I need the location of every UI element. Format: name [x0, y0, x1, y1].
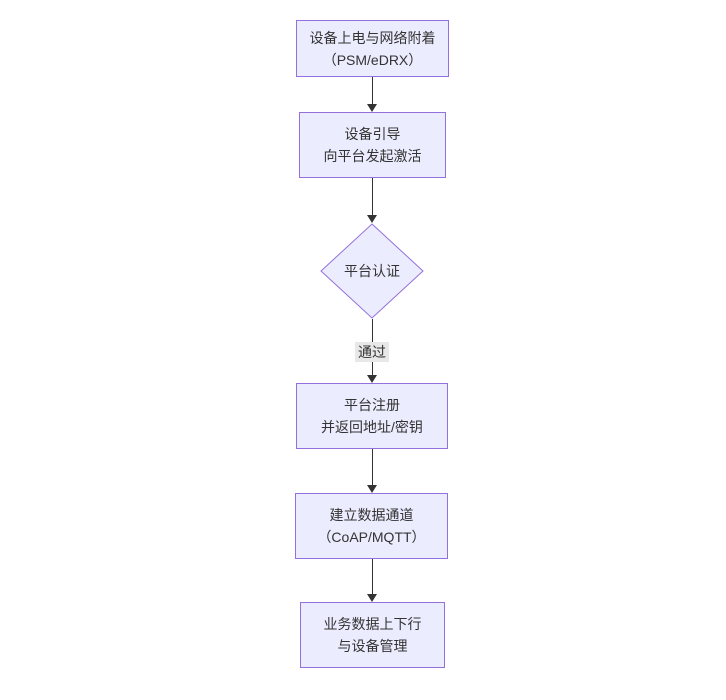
arrow-line — [371, 178, 373, 215]
node-text: 向平台发起激活 — [323, 148, 422, 164]
node-text: （PSM/eDRX） — [322, 51, 423, 68]
node-text: 设备引导 — [344, 126, 401, 142]
arrow-head-icon — [367, 594, 377, 602]
arrow-power-to-bootstrap — [366, 77, 378, 112]
arrow-line — [371, 77, 373, 104]
arrow-head-icon — [367, 375, 377, 383]
node-text: 设备上电与网络附着 — [309, 29, 436, 46]
node-text: 并返回地址/密钥 — [321, 419, 423, 435]
arrow-head-icon — [367, 215, 377, 223]
node-text: 建立数据通道 — [329, 507, 414, 523]
node-power-attach: 设备上电与网络附着 （PSM/eDRX） — [296, 20, 449, 77]
arrow-bootstrap-to-auth — [366, 178, 378, 223]
node-business-data: 业务数据上下行 与设备管理 — [300, 602, 445, 668]
node-register: 平台注册 并返回地址/密钥 — [296, 383, 448, 449]
node-bootstrap: 设备引导 向平台发起激活 — [299, 112, 446, 178]
arrow-line — [371, 559, 373, 594]
node-text: 平台认证 — [344, 263, 400, 279]
arrow-line — [371, 449, 373, 485]
node-text: 平台注册 — [344, 397, 400, 413]
node-text: 业务数据上下行 — [323, 616, 422, 632]
node-data-channel: 建立数据通道 （CoAP/MQTT） — [295, 493, 448, 559]
diamond-shape-icon — [320, 223, 424, 319]
arrow-head-icon — [367, 104, 377, 112]
arrow-register-to-channel — [366, 449, 378, 493]
node-platform-auth: 平台认证 — [320, 223, 424, 319]
node-text: （CoAP/MQTT） — [317, 529, 426, 545]
arrow-channel-to-business — [366, 559, 378, 602]
edge-label-pass: 通过 — [355, 342, 389, 362]
node-text: 与设备管理 — [337, 638, 408, 654]
arrow-head-icon — [367, 485, 377, 493]
